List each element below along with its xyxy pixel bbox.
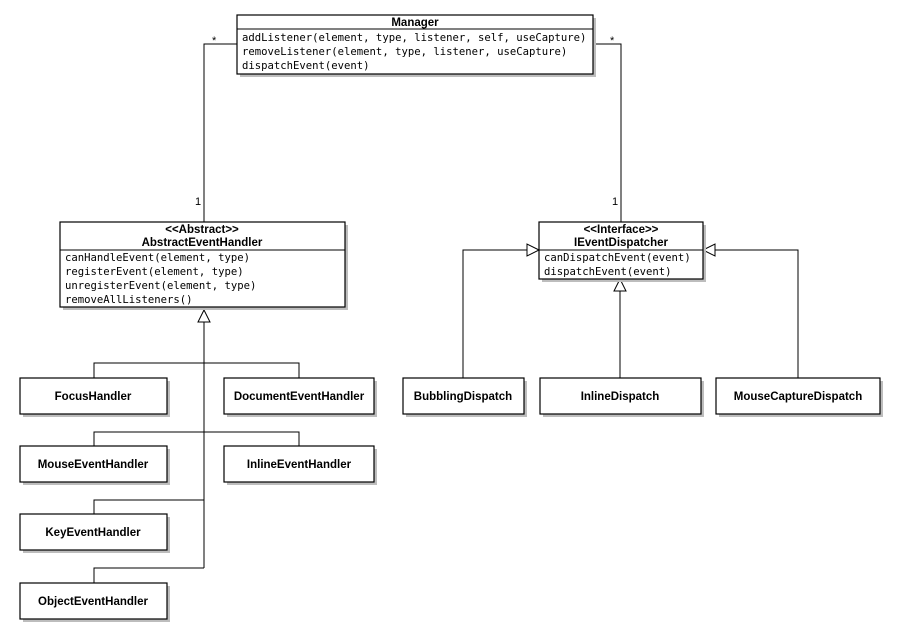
class-abstract-event-handler[interactable]: <<Abstract>> AbstractEventHandler canHan… (59, 221, 348, 310)
focus-handler-name: FocusHandler (55, 391, 132, 403)
multiplicity-left-many: * (212, 35, 217, 47)
realization-bubbling (462, 249, 527, 378)
abstract-method-register: registerEvent(element, type) (65, 266, 244, 278)
object-handler-name: ObjectEventHandler (38, 596, 148, 608)
bubbling-dispatch-name: BubblingDispatch (414, 391, 512, 403)
key-handler-name: KeyEventHandler (45, 527, 141, 539)
abstract-name: AbstractEventHandler (142, 237, 263, 249)
realization-arrow-right-icon (701, 243, 716, 257)
association-manager-dispatcher (593, 43, 622, 222)
branch-row3 (93, 499, 204, 514)
class-key-event-handler[interactable]: KeyEventHandler (19, 513, 170, 553)
manager-method-add-listener: addListener(element, type, listener, sel… (242, 32, 586, 44)
class-bubbling-dispatch[interactable]: BubblingDispatch (402, 377, 527, 417)
inline-dispatch-name: InlineDispatch (581, 391, 660, 403)
branch-row4 (93, 567, 204, 583)
abstract-stereotype: <<Abstract>> (165, 224, 239, 236)
abstract-method-remove-all: removeAllListeners() (65, 294, 193, 306)
association-manager-handler (203, 43, 237, 222)
branch-row1 (93, 362, 300, 378)
class-document-event-handler[interactable]: DocumentEventHandler (223, 377, 377, 417)
dispatcher-name: IEventDispatcher (574, 237, 668, 249)
mouse-capture-dispatch-name: MouseCaptureDispatch (734, 391, 862, 403)
abstract-method-can-handle: canHandleEvent(element, type) (65, 252, 250, 264)
manager-method-dispatch-event: dispatchEvent(event) (242, 60, 370, 72)
interface-event-dispatcher[interactable]: <<Interface>> IEventDispatcher canDispat… (538, 221, 706, 282)
class-mouse-capture-dispatch[interactable]: MouseCaptureDispatch (715, 377, 883, 417)
realization-arrow-bottom-icon (613, 277, 627, 292)
class-inline-event-handler[interactable]: InlineEventHandler (223, 445, 377, 485)
class-manager[interactable]: Manager addListener(element, type, liste… (236, 14, 596, 77)
dispatcher-stereotype: <<Interface>> (584, 224, 659, 236)
realization-mousecapture (715, 249, 799, 378)
inline-handler-name: InlineEventHandler (247, 459, 352, 471)
document-handler-name: DocumentEventHandler (234, 391, 365, 403)
abstract-method-unregister: unregisterEvent(element, type) (65, 280, 256, 292)
manager-method-remove-listener: removeListener(element, type, listener, … (242, 46, 567, 58)
dispatcher-method-dispatch: dispatchEvent(event) (544, 266, 672, 278)
class-mouse-event-handler[interactable]: MouseEventHandler (19, 445, 170, 485)
realization-arrow-left-icon (526, 243, 541, 257)
class-inline-dispatch[interactable]: InlineDispatch (539, 377, 704, 417)
branch-row2 (93, 431, 300, 446)
mouse-handler-name: MouseEventHandler (38, 459, 149, 471)
class-object-event-handler[interactable]: ObjectEventHandler (19, 582, 170, 622)
class-focus-handler[interactable]: FocusHandler (19, 377, 170, 417)
multiplicity-right-one: 1 (612, 196, 618, 208)
multiplicity-left-one: 1 (195, 196, 201, 208)
generalization-arrow-icon (197, 308, 211, 323)
manager-name: Manager (391, 17, 439, 29)
dispatcher-method-can-dispatch: canDispatchEvent(event) (544, 252, 691, 264)
multiplicity-right-many: * (610, 35, 615, 47)
connectors (93, 43, 799, 583)
